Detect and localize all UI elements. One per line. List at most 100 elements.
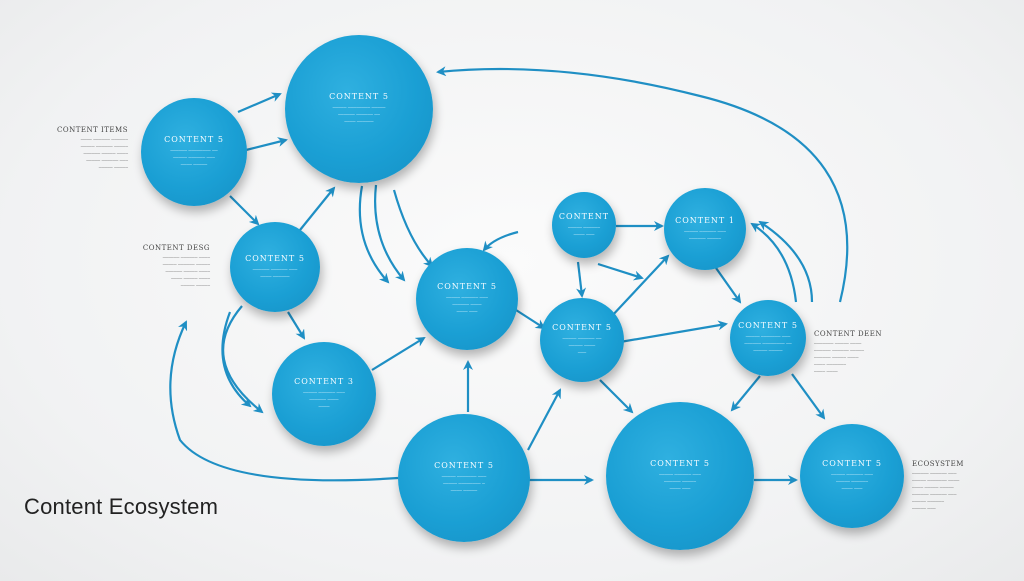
annotation-text: ––––– –––––	[180, 283, 210, 289]
content-node[interactable]: CONTENT 5 ––––– –––––– ––– ––––– –––––– …	[800, 424, 904, 528]
connector-arrow	[758, 220, 814, 303]
connector-arrow	[237, 92, 282, 114]
node-title: CONTENT 1	[675, 215, 735, 225]
node-text: ––––	[318, 404, 330, 410]
annotation-title: CONTENT ITEMS	[56, 126, 128, 134]
node-title: CONTENT 5	[164, 135, 224, 144]
node-text: ––––– ––––––	[568, 224, 600, 231]
annotation-text: ––––– –––––– –––––	[162, 262, 210, 268]
content-node[interactable]: CONTENT 5 ––––– ––––––– ––– –––––– –––––…	[730, 300, 806, 376]
node-text: –––– –––	[669, 486, 691, 492]
annotation-text: –––– –––––– ––––––	[80, 137, 128, 143]
content-node[interactable]: CONTENT 5 ––––– –––––––– ––––– –––––– ––…	[285, 35, 433, 183]
node-title: CONTENT 5	[822, 459, 882, 468]
node-title: CONTENT 5	[437, 282, 497, 291]
connector-arrow	[222, 305, 264, 414]
connector-arrow	[515, 309, 546, 330]
node-text: –––– –––––	[180, 162, 208, 168]
content-node[interactable]: CONTENT 5 –––––– –––––––– –– ––––– –––––…	[141, 98, 247, 206]
node-text: ––––– ––––––	[836, 479, 868, 485]
connector-arrow	[436, 66, 849, 303]
connector-arrow	[791, 373, 826, 420]
node-text: ––––– ––––––– –––	[745, 334, 791, 340]
connector-arrow	[482, 230, 519, 252]
node-text: ––––– –––––– –––	[303, 390, 345, 396]
connector-arrow	[374, 184, 406, 282]
node-text: –––––– –––––– –––	[252, 266, 298, 273]
annotation-text: ––––– ––––––– ––––	[912, 478, 960, 484]
node-text: ––––– –––––––– –	[443, 481, 485, 487]
node-text: –––– ––––––	[344, 119, 374, 125]
annotation-text: ––––– –––	[912, 506, 936, 512]
content-node[interactable]: CONTENT 5 ––––– –––––– –– ––––– –––– –––	[540, 298, 624, 382]
connector-arrow	[597, 262, 644, 281]
node-text: ––––– ––––––– –––	[441, 474, 487, 480]
annotation-text: ––––––– ––––– ––––	[814, 341, 862, 347]
annotation-title: ECOSYSTEM	[912, 460, 964, 468]
annotation-text: ––––– ––––––	[912, 499, 944, 505]
node-text: –––––– ––––	[309, 397, 339, 403]
content-node[interactable]: CONTENT ––––– –––––– –––– –––	[552, 192, 616, 258]
node-text: –––––– –––––	[664, 479, 696, 485]
content-node[interactable]: CONTENT 5 ––––– ––––––– ––– ––––– ––––––…	[398, 414, 530, 542]
node-title: CONTENT 5	[738, 321, 798, 330]
annotation-text: –––– ––––– –––––	[912, 485, 954, 491]
content-node[interactable]: CONTENT 5 ––––– –––––– ––– –––––– –––– –…	[416, 248, 518, 350]
connector-arrow	[619, 320, 728, 344]
node-text: –––––– –––––– ––	[338, 112, 380, 118]
node-text: –––– –––	[456, 309, 478, 315]
node-title: CONTENT 5	[434, 461, 494, 470]
content-node[interactable]: CONTENT 1 ––––– –––––– ––– –––––– –––––	[664, 188, 746, 270]
annotation-text: ––––– –––––– –––––	[80, 144, 128, 150]
node-text: ––––– –––––– –––	[173, 155, 215, 161]
connector-arrow	[392, 189, 434, 268]
node-text: –––– –––––	[450, 488, 478, 494]
annotation-title: CONTENT DEEN	[814, 330, 882, 338]
content-node[interactable]: CONTENT 3 ––––– –––––– ––– –––––– –––– –…	[272, 342, 376, 446]
node-title: CONTENT 5	[329, 92, 389, 101]
node-text: ––––– –––––– –––	[659, 472, 701, 478]
annotation-text: –––––– ––––– ––––	[814, 355, 859, 361]
annotation-block: CONTENT DESG –––––– –––––– –––– ––––– ––…	[136, 244, 210, 290]
node-text: ––––– –––––– –––	[831, 472, 873, 478]
connector-arrow	[599, 379, 634, 414]
node-text: ––––– ––––	[568, 343, 596, 349]
content-node[interactable]: CONTENT 5 –––––– –––––– ––– –––– ––––––	[230, 222, 320, 312]
node-text: ––––– –––––––– –––––	[332, 105, 386, 111]
annotation-block: CONTENT ITEMS –––– –––––– –––––– ––––– –…	[54, 126, 128, 172]
connector-arrow	[527, 388, 561, 451]
annotation-block: ECOSYSTEM –––––– –––––– ––– ––––– ––––––…	[912, 460, 992, 513]
connector-arrow	[715, 267, 742, 304]
connector-arrow	[299, 186, 336, 231]
node-title: CONTENT 3	[294, 377, 354, 386]
annotation-text: –––––– –––––– –––	[912, 492, 957, 498]
connector-arrow	[750, 222, 798, 303]
annotation-text: –––––– –––––– –––––	[814, 348, 865, 354]
node-text: –––	[577, 350, 587, 356]
connector-arrow	[371, 336, 426, 371]
node-title: CONTENT 5	[552, 323, 612, 332]
node-text: –––– –––	[841, 486, 863, 492]
annotation-text: –––––– ––––– ––––	[165, 269, 211, 275]
node-text: ––––– –––––	[753, 348, 783, 354]
connector-arrow	[609, 254, 670, 319]
node-text: –––––– –––––––– ––	[744, 341, 792, 347]
node-text: –––––– ––––	[452, 302, 482, 308]
node-title: CONTENT 5	[245, 253, 305, 263]
node-text: –––– –––	[573, 231, 595, 238]
node-text: ––––– –––––– –––	[684, 228, 726, 235]
annotation-text: –––––– ––––– ––––	[83, 151, 129, 157]
annotation-text: –––––– –––––– –––	[912, 471, 957, 477]
node-text: –––––– –––––––– ––	[170, 148, 218, 154]
connector-arrow	[169, 320, 399, 482]
content-node[interactable]: CONTENT 5 ––––– –––––– ––– –––––– ––––– …	[606, 402, 754, 550]
connector-arrow	[221, 311, 252, 408]
connector-arrow	[730, 375, 761, 412]
annotation-text: –––– –––––––	[814, 362, 846, 368]
diagram-title: Content Ecosystem	[24, 494, 219, 519]
annotation-text: ––––– –––––– –––	[86, 158, 128, 164]
connector-arrow	[287, 311, 306, 340]
connector-arrow	[576, 261, 587, 298]
